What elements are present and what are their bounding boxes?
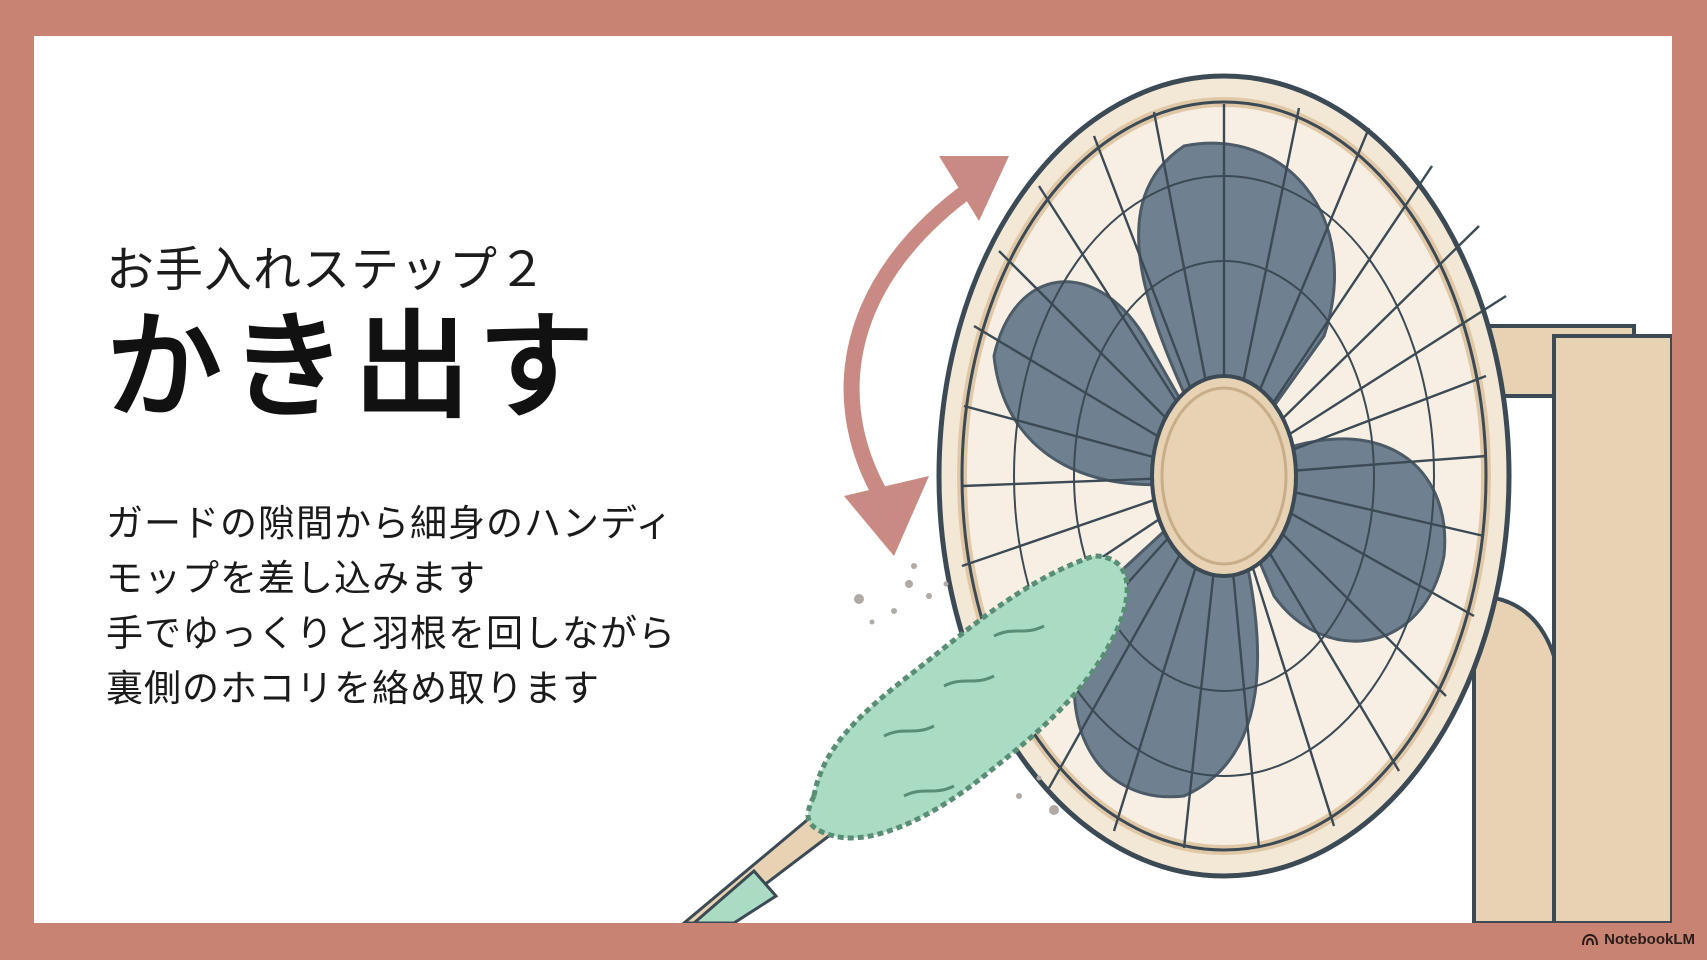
description-line: 手でゆっくりと羽根を回しながら [106, 612, 676, 655]
notebooklm-branding: NotebookLM [1582, 931, 1695, 948]
fan-head [936, 73, 1512, 879]
step-label: お手入れステップ２ [106, 242, 548, 298]
slide-title: かき出す [106, 300, 602, 435]
description-list: ガードの隙間から細身のハンディ モップを差し込みます 手でゆっくりと羽根を回しな… [106, 496, 746, 716]
slide-card: お手入れステップ２ かき出す ガードの隙間から細身のハンディ モップを差し込みま… [34, 36, 1672, 923]
mop-illustration [681, 553, 1130, 923]
double-arrow-icon [843, 156, 1009, 556]
fan-illustration [681, 73, 1672, 923]
brand-label: NotebookLM [1604, 931, 1695, 948]
fan-stand [1387, 324, 1672, 923]
dust-particles [854, 563, 1059, 815]
fan-guard-rings [1013, 175, 1435, 777]
fan-hub [1150, 374, 1298, 578]
description-line: モップを差し込みます [106, 557, 486, 600]
description-line: 裏側のホコリを絡め取ります [106, 667, 600, 710]
notebooklm-logo-icon [1582, 933, 1599, 945]
description-line: ガードの隙間から細身のハンディ [106, 502, 674, 545]
